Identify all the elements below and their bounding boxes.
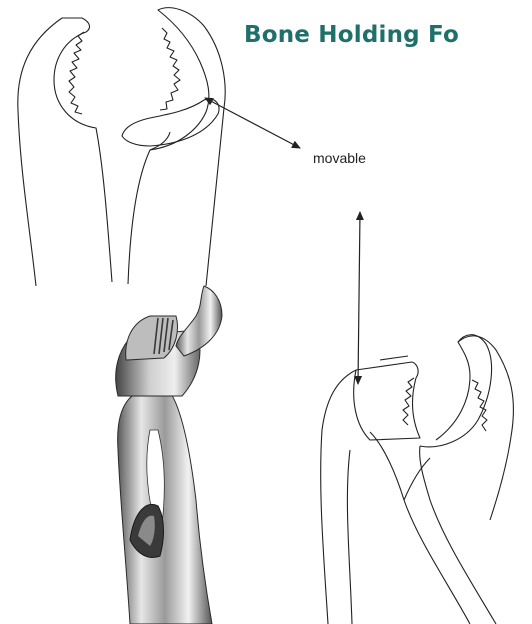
forceps-photo [116, 286, 222, 624]
arrow-to-open-forceps [205, 98, 300, 148]
forceps-open-outline [18, 8, 225, 286]
forceps-closed-outline [321, 335, 514, 624]
movable-callout-arrows [205, 98, 360, 384]
arrow-to-closed-forceps [358, 212, 360, 384]
